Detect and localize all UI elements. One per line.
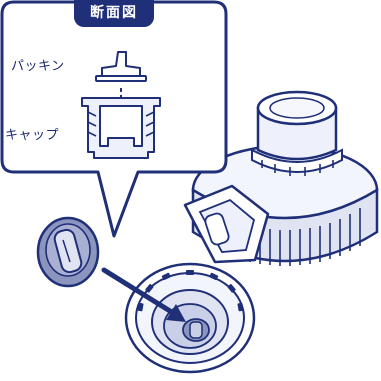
cap-cross-section bbox=[82, 98, 160, 158]
packing-label: パッキン bbox=[11, 55, 65, 74]
packing-part bbox=[38, 218, 98, 286]
cap-label: キャップ bbox=[5, 124, 59, 143]
callout-title: 断面図 bbox=[74, 0, 154, 27]
cap-opening bbox=[126, 264, 254, 372]
